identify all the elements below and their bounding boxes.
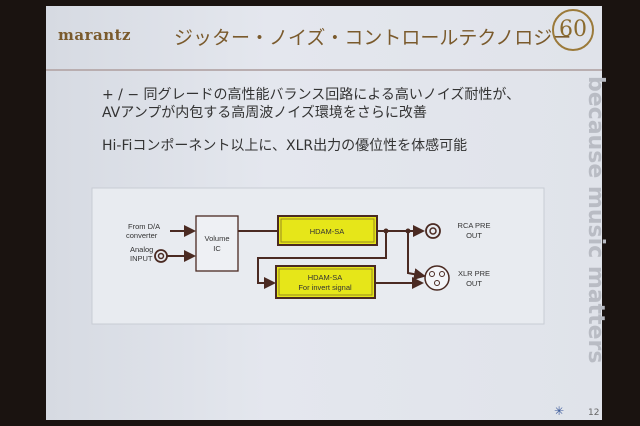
slide: marantz ジッター・ノイズ・コントロールテクノロジー 60 + / − 同… [46,6,608,420]
rca-pre-out-label-2: OUT [466,231,482,240]
marantz-logo: marantz [58,26,132,44]
body-line-3: Hi-Fiコンポーネント以上に、XLR出力の優位性を体感可能 [102,138,468,154]
rca-jack-icon [425,223,441,239]
analog-input-jack-icon [154,249,168,263]
junction-dot [383,228,389,234]
volume-ic-block [195,215,239,272]
hdam-sa-invert-block [275,265,376,299]
diagram-frame [91,187,545,325]
page-number: 12 [588,408,600,418]
slide-title: ジッター・ノイズ・コントロールテクノロジー [174,27,572,49]
rca-pre-out-label: RCA PRE [458,221,491,230]
volume-ic-label: Volume [204,234,229,243]
body-line-1: + / − 同グレードの高性能バランス回路による高いノイズ耐性が、 [102,87,521,103]
from-da-label: From D/A [128,222,160,231]
hdam-sa-label: HDAM-SA [310,227,345,236]
junction-dot [405,228,411,234]
hdam-sa-invert-label: HDAM-SA [308,273,343,282]
header-divider [46,69,602,71]
analog-input-label: Analog [130,245,153,254]
hdam-sa-block [277,215,378,246]
xlr-pre-out-label: XLR PRE [458,269,490,278]
analog-input-label-2: INPUT [130,254,153,263]
from-da-label-2: converter [126,231,158,240]
body-line-2: AVアンプが内包する高周波ノイズ環境をさらに改善 [102,105,427,121]
xlr-pre-out-label-2: OUT [466,279,482,288]
star-logo-icon: ✳ [554,404,565,418]
side-slogan: because music matters [583,76,608,364]
hdam-sa-invert-label-2: For invert signal [298,283,352,292]
xlr-connector-icon [424,265,450,291]
volume-ic-label-2: IC [213,244,221,253]
anniversary-badge: 60 [552,9,594,51]
signal-flow-diagram: From D/A converter Analog INPUT Volume I… [91,187,545,325]
